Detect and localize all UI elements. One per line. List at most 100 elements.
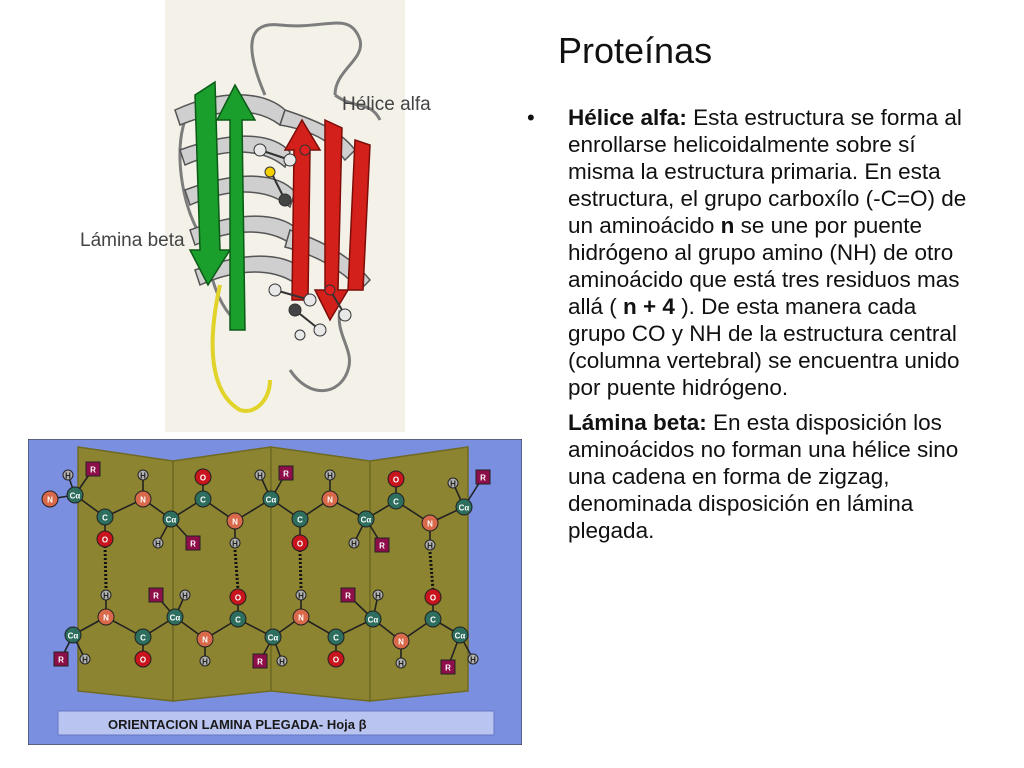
atom-label: N [103,614,109,623]
atom-label: N [140,496,146,505]
atom-r: R [475,469,491,485]
atom-label: H [427,542,433,551]
label-sheet: Lámina beta [80,230,185,251]
atom-label: R [345,592,351,601]
hydrogen-bond [233,549,240,591]
atom-h: H [348,537,360,549]
atom-label: Cα [70,492,81,501]
atom-label: Cα [455,632,466,641]
atom-h: H [395,657,407,669]
atom-r: R [440,659,456,675]
atom-label: H [103,592,109,601]
atom-h: H [324,469,336,481]
atom-r: R [185,535,201,551]
sheet-panel [77,446,174,702]
atom-label: R [445,664,451,673]
text-segment: n [720,213,735,238]
text-segment: Hélice alfa: [568,105,687,130]
atom-label: Cα [459,504,470,513]
atom-h: H [137,469,149,481]
atom-h: H [152,537,164,549]
atom-label: H [279,658,285,667]
atom-label: C [102,514,108,523]
atom-label: H [375,592,381,601]
text-segment: se une por puente hidrógeno al grupo ami… [568,213,960,319]
atom-n: N [97,608,115,626]
atom-o: O [134,650,152,668]
atom-label: H [182,592,188,601]
atom-label: H [155,540,161,549]
atom-label: N [202,636,208,645]
atom-h: H [276,655,288,667]
atom-label: O [297,540,303,549]
atom-label: O [333,656,339,665]
atom-label: Cα [166,516,177,525]
atom-label: O [235,594,241,603]
text-segment: Esta estructura se forma al enrollarse h… [568,105,967,238]
sheet-caption: ORIENTACION LAMINA PLEGADA- Hoja β [108,717,367,732]
atom-o: O [424,588,442,606]
atom-label: N [427,520,433,529]
atom-c: C [96,508,114,526]
atom-label: R [58,656,64,665]
text-content: • Hélice alfa: Esta estructura se forma … [527,104,977,544]
atom-o: O [327,650,345,668]
atom-n: N [321,490,339,508]
atom-h: H [447,477,459,489]
atom-label: Cα [68,632,79,641]
atom-label: N [47,496,53,505]
atom-ca: Cα [357,510,375,528]
atom-label: H [450,480,456,489]
atom-r: R [53,651,69,667]
atom-h: H [199,655,211,667]
atom-h: H [179,589,191,601]
atom-o: O [387,470,405,488]
atom-label: H [65,472,71,481]
atom-label: R [283,470,289,479]
label-helix: Hélice alfa [342,94,431,115]
paragraph-sheet: Lámina beta: En esta disposición los ami… [568,409,977,544]
text-segment: ). De esta manera cada grupo CO y NH de … [568,294,960,400]
atom-r: R [252,653,268,669]
atom-label: R [257,658,263,667]
atom-ca: Cα [162,510,180,528]
atom-label: H [398,660,404,669]
atom-label: H [298,592,304,601]
atom-n: N [41,490,59,508]
paragraph-helix: Hélice alfa: Esta estructura se forma al… [568,104,977,401]
atom-h: H [254,469,266,481]
atom-h: H [229,537,241,549]
atom-label: H [257,472,263,481]
atom-h: H [79,653,91,665]
atom-h: H [295,589,307,601]
atom-label: O [200,474,206,483]
hydrogen-bond [103,545,108,589]
atom-label: Cα [266,496,277,505]
atom-ca: Cα [364,610,382,628]
atom-label: H [351,540,357,549]
atom-c: C [327,628,345,646]
atom-n: N [196,630,214,648]
atom-label: R [379,542,385,551]
atom-ca: Cα [262,490,280,508]
atom-o: O [229,588,247,606]
atom-h: H [424,539,436,551]
atom-n: N [134,490,152,508]
atom-h: H [372,589,384,601]
atom-label: H [82,656,88,665]
atom-label: N [298,614,304,623]
atom-c: C [424,610,442,628]
atom-label: C [297,516,303,525]
atom-label: H [140,472,146,481]
atom-ca: Cα [64,626,82,644]
atom-label: N [327,496,333,505]
atom-label: R [90,466,96,475]
atom-label: R [480,474,486,483]
atom-label: Cα [170,614,181,623]
atom-c: C [134,628,152,646]
atom-ca: Cα [166,608,184,626]
atom-o: O [96,530,114,548]
atom-n: N [226,512,244,530]
atom-r: R [148,587,164,603]
